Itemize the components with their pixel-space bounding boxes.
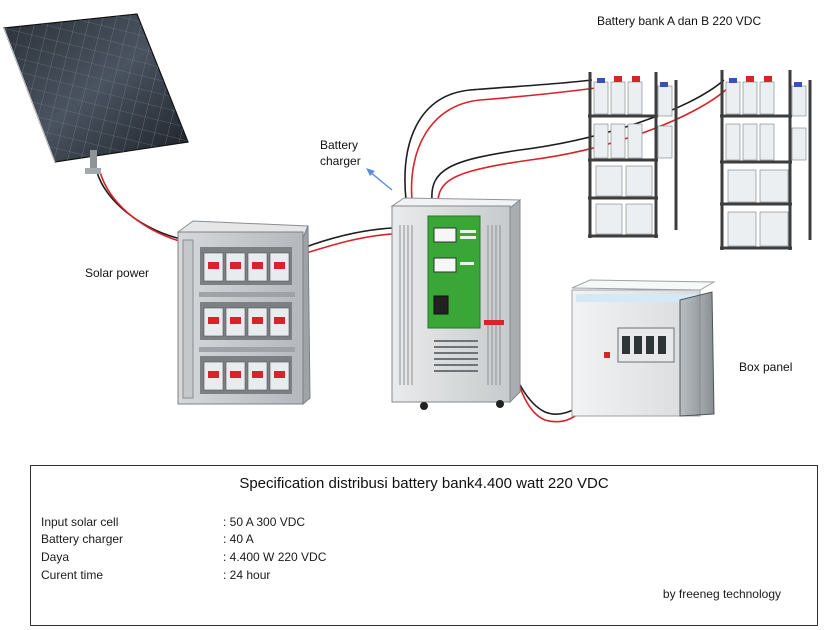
box-panel-label: Box panel — [739, 360, 793, 374]
spec-value: : 24 hour — [223, 568, 271, 582]
box-panel-door — [679, 291, 715, 417]
battery-bank-b — [720, 70, 812, 250]
charger-pointer-arrow — [366, 168, 393, 191]
spec-value: : 40 A — [223, 532, 254, 546]
solar-mount — [90, 150, 97, 172]
charger-meter-2 — [433, 257, 457, 273]
battery-charger-unit — [390, 197, 522, 410]
spec-label: Curent time — [41, 568, 104, 582]
spec-label: Input solar cell — [41, 515, 119, 529]
wire-cabinet-charger-red — [302, 233, 393, 255]
solar-panel — [3, 13, 189, 174]
credit-text: by freeneg technology — [662, 587, 781, 601]
spec-value: : 50 A 300 VDC — [223, 515, 306, 529]
wire-solar-red — [99, 171, 191, 245]
cabinet-battery-shelves — [200, 247, 292, 394]
wire-solar-black — [96, 171, 186, 241]
spec-value: : 4.400 W 220 VDC — [223, 550, 327, 564]
charger-meter-1 — [433, 227, 457, 243]
box-panel — [571, 279, 716, 417]
battery-charger-label: Battery charger — [320, 138, 361, 168]
spec-label: Battery charger — [41, 532, 124, 546]
specification-box: Specification distribusi battery bank4.4… — [30, 465, 818, 626]
charger-meter-3 — [433, 295, 449, 315]
solar-power-cabinet — [176, 220, 311, 406]
wire-charger-bankA-black — [404, 79, 593, 201]
battery-bank-label: Battery bank A dan B 220 VDC — [597, 14, 762, 28]
wire-charger-bankA-red — [410, 87, 597, 201]
wire-charger-bankB-red — [437, 87, 729, 201]
wire-charger-bankB-black — [431, 79, 725, 201]
spec-label: Daya — [41, 550, 70, 564]
wire-cabinet-charger-black — [302, 227, 393, 249]
specification-title: Specification distribusi battery bank4.4… — [239, 475, 609, 492]
solar-power-label: Solar power — [85, 266, 150, 280]
battery-bank-a — [588, 72, 678, 238]
